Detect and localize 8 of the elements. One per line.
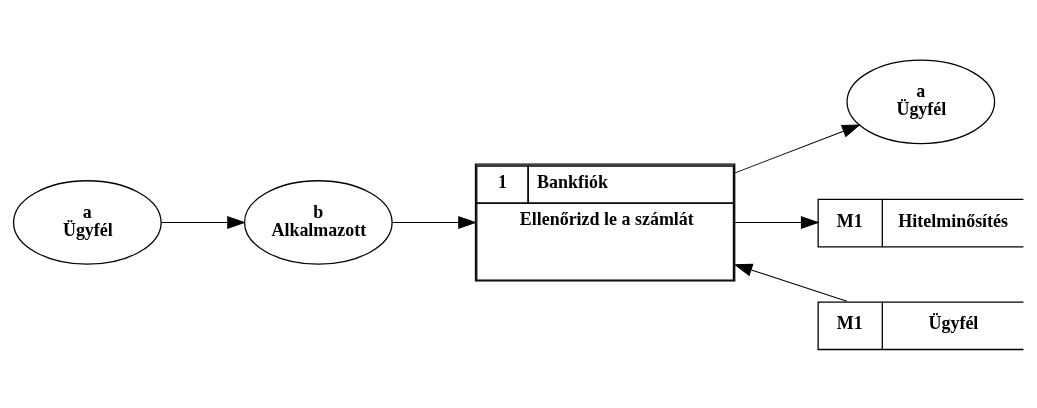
node-ellipse: b Alkalmazott xyxy=(243,179,393,265)
node-ellipse: a Ügyfél xyxy=(12,179,162,265)
arrow xyxy=(734,123,861,173)
arrow xyxy=(161,215,246,229)
arrow xyxy=(734,215,820,229)
arrow xyxy=(733,263,848,302)
arrow xyxy=(391,215,477,229)
node-ellipse: a Ügyfél xyxy=(846,59,996,144)
